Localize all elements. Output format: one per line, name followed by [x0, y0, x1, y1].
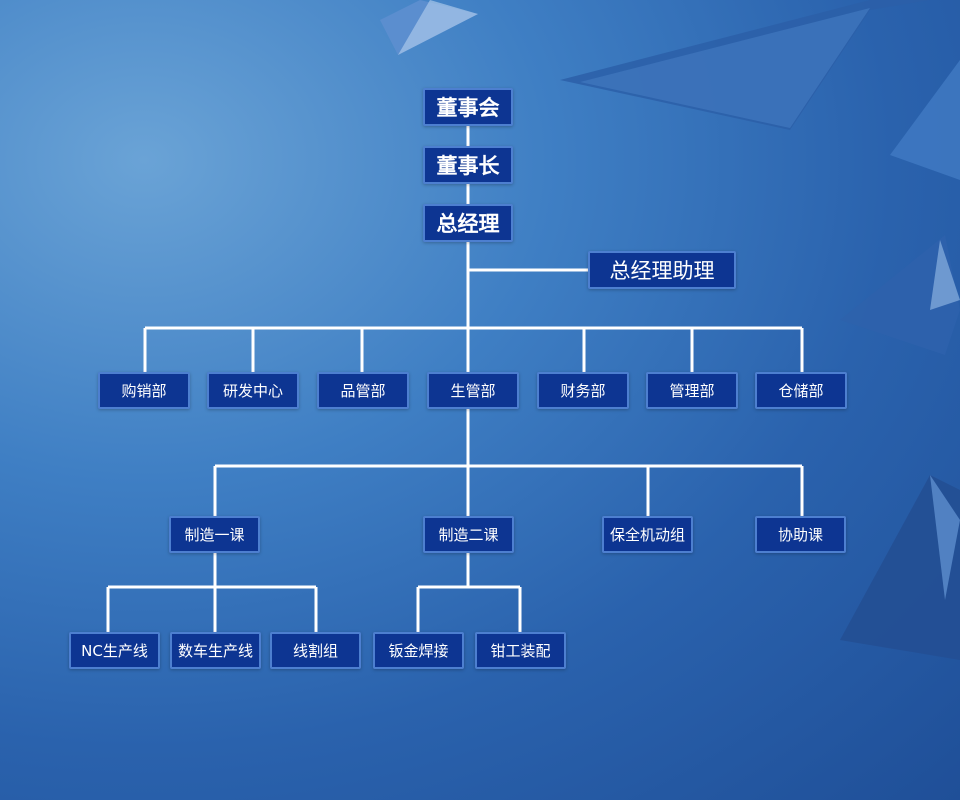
node-dept-finance: 财务部 [537, 372, 629, 409]
node-gm-assistant: 总经理助理 [588, 251, 736, 289]
node-unit-maintenance-mobile: 保全机动组 [602, 516, 693, 553]
node-dept-purchasing-sales: 购销部 [98, 372, 190, 409]
node-dept-warehouse: 仓储部 [755, 372, 847, 409]
node-general-manager: 总经理 [423, 204, 513, 242]
node-line-cnc-turning: 数车生产线 [170, 632, 261, 669]
node-line-sheet-metal-welding: 钣金焊接 [373, 632, 464, 669]
node-unit-manufacturing-2: 制造二课 [423, 516, 514, 553]
node-dept-administration: 管理部 [646, 372, 738, 409]
node-line-nc-production: NC生产线 [69, 632, 160, 669]
node-board: 董事会 [423, 88, 513, 126]
node-line-fitter-assembly: 钳工装配 [475, 632, 566, 669]
node-line-wire-cutting: 线割组 [270, 632, 361, 669]
node-unit-manufacturing-1: 制造一课 [169, 516, 260, 553]
node-dept-production-management: 生管部 [427, 372, 519, 409]
node-dept-rnd-center: 研发中心 [207, 372, 299, 409]
node-chairman: 董事长 [423, 146, 513, 184]
node-dept-quality: 品管部 [317, 372, 409, 409]
node-unit-assistance: 协助课 [755, 516, 846, 553]
